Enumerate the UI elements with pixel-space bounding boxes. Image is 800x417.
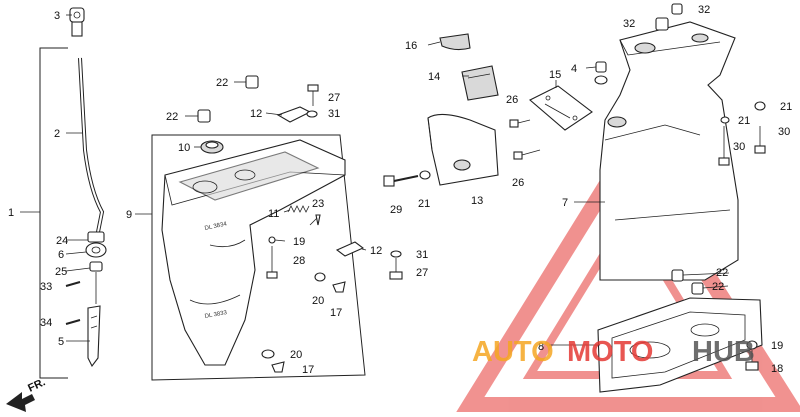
callout-12-b: 12 bbox=[370, 245, 382, 257]
callout-27-a: 27 bbox=[328, 92, 340, 104]
part-collars-right bbox=[671, 269, 704, 295]
part-spring bbox=[287, 205, 310, 213]
part-pin-23 bbox=[315, 214, 321, 226]
callout-19-a: 19 bbox=[293, 236, 305, 248]
front-direction-label: FR. bbox=[26, 376, 47, 394]
callout-3: 3 bbox=[54, 10, 60, 22]
watermark-brand-part1: AUTO bbox=[472, 336, 554, 368]
part-clip-16 bbox=[439, 33, 471, 51]
part-shift-rod bbox=[78, 57, 105, 233]
callout-22-d: 22 bbox=[712, 281, 724, 293]
callout-30-a: 30 bbox=[733, 141, 745, 153]
callout-11: 11 bbox=[268, 208, 279, 220]
callout-labels: 3 2 1 24 6 25 33 34 5 9 10 22 22 12 27 3… bbox=[8, 4, 792, 376]
part-grommet bbox=[85, 231, 107, 304]
callout-32-a: 32 bbox=[623, 18, 635, 30]
watermark-brand: AUTO MOTO HUB bbox=[472, 336, 755, 368]
part-washers-20 bbox=[261, 272, 346, 373]
part-seal bbox=[200, 140, 224, 154]
callout-21-a: 21 bbox=[418, 198, 430, 210]
part-extension-case bbox=[599, 21, 739, 281]
part-grease-nipple bbox=[594, 61, 608, 85]
watermark-brand-part2: MOTO bbox=[567, 336, 653, 368]
part-exhaust-plate bbox=[597, 297, 763, 393]
leader-lines bbox=[20, 14, 730, 346]
callout-27-b: 27 bbox=[416, 267, 428, 279]
callout-26-a: 26 bbox=[506, 94, 518, 106]
casting-mark-upper: DL 3834 bbox=[204, 221, 228, 232]
callout-31-b: 31 bbox=[416, 249, 428, 261]
callout-8: 8 bbox=[538, 341, 544, 353]
frame-casing-group bbox=[151, 134, 366, 381]
callout-21-c: 21 bbox=[738, 115, 750, 127]
callout-20-b: 20 bbox=[290, 349, 302, 361]
callout-34: 34 bbox=[40, 317, 52, 329]
callout-26-b: 26 bbox=[512, 177, 524, 189]
part-bolts-28 bbox=[266, 236, 278, 279]
callout-19-b: 19 bbox=[771, 340, 783, 352]
callout-22-c: 22 bbox=[716, 267, 728, 279]
callout-31-a: 31 bbox=[328, 108, 340, 120]
callout-20-a: 20 bbox=[312, 295, 324, 307]
callout-9: 9 bbox=[126, 209, 132, 221]
callout-22-b: 22 bbox=[166, 111, 178, 123]
part-bolts-18 bbox=[745, 340, 759, 371]
callout-16: 16 bbox=[405, 40, 417, 52]
callout-18: 18 bbox=[771, 363, 783, 375]
callout-30-b: 30 bbox=[778, 126, 790, 138]
part-bolts-26 bbox=[509, 119, 541, 160]
callout-6: 6 bbox=[58, 249, 64, 261]
callout-29: 29 bbox=[390, 204, 402, 216]
callout-14: 14 bbox=[428, 71, 440, 83]
part-gear-case: DL 3834 DL 3833 bbox=[161, 139, 346, 366]
callout-12-a: 12 bbox=[250, 108, 262, 120]
callout-7: 7 bbox=[562, 197, 568, 209]
part-rod-end bbox=[69, 7, 85, 37]
callout-15: 15 bbox=[549, 69, 561, 81]
part-collars-top bbox=[197, 75, 259, 123]
callout-24: 24 bbox=[56, 235, 68, 247]
part-mount-rubber bbox=[461, 65, 499, 101]
watermark-brand-part3: HUB bbox=[692, 336, 755, 368]
callout-22-a: 22 bbox=[216, 77, 228, 89]
callout-25: 25 bbox=[55, 266, 67, 278]
callout-17-a: 17 bbox=[330, 307, 342, 319]
callout-28: 28 bbox=[293, 255, 305, 267]
part-bolts-27 bbox=[306, 84, 403, 280]
callout-33: 33 bbox=[40, 281, 52, 293]
frame-shift-group bbox=[39, 47, 68, 379]
callout-21-b: 21 bbox=[780, 101, 792, 113]
casting-mark-lower: DL 3833 bbox=[204, 310, 228, 320]
part-bolt-29 bbox=[383, 170, 431, 187]
callout-4: 4 bbox=[571, 63, 577, 75]
callout-23: 23 bbox=[312, 198, 324, 210]
callout-1: 1 bbox=[8, 207, 14, 219]
part-bolts-30 bbox=[718, 101, 766, 166]
part-caps-32 bbox=[655, 3, 683, 31]
part-cover bbox=[427, 113, 499, 186]
part-mount-plate bbox=[529, 85, 593, 131]
callout-5: 5 bbox=[58, 336, 64, 348]
part-lower-rod bbox=[87, 305, 101, 368]
callout-2: 2 bbox=[54, 128, 60, 140]
callout-32-b: 32 bbox=[698, 4, 710, 16]
callout-17-b: 17 bbox=[302, 364, 314, 376]
callout-13: 13 bbox=[471, 195, 483, 207]
part-pins bbox=[65, 281, 81, 325]
callout-10: 10 bbox=[178, 142, 190, 154]
front-direction-arrow: FR. bbox=[6, 376, 47, 412]
